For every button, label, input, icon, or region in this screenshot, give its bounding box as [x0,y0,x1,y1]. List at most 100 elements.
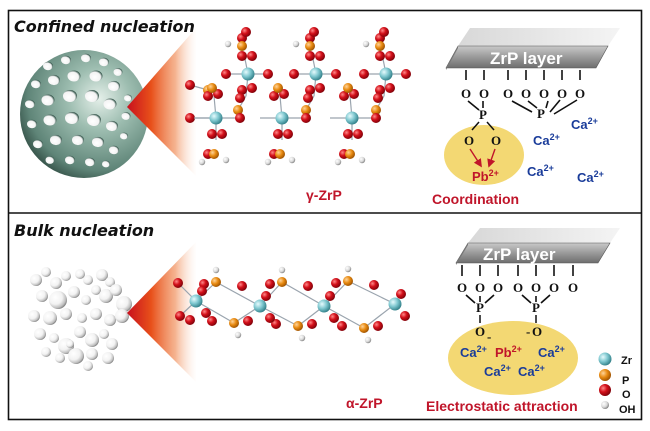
zr-atom [317,299,331,313]
pore [85,157,95,167]
oxygen-label: O [475,324,485,339]
p-atom [209,149,219,159]
bond-line [553,99,578,115]
bubble [75,269,85,279]
p-atom [343,276,353,286]
h-atom [334,158,342,166]
pore [85,90,99,102]
o-atom [371,113,381,123]
oxygen-label: O [513,280,523,295]
o-atom [305,51,315,61]
h-atom [212,266,220,274]
oxygen-label: O [461,86,471,101]
o-atom [289,69,299,79]
bubble [77,313,87,323]
bubble [83,361,93,371]
bond-line [527,100,538,109]
bubble [105,277,115,287]
oxygen-label: O [549,280,559,295]
bubble [28,310,40,322]
oxygen-label: O [568,280,578,295]
o-atom [243,316,253,326]
h-atom [224,40,232,48]
o-atom [241,27,251,37]
pore [31,79,41,89]
electrostatic-highlight [448,321,578,395]
zr-atom [379,67,393,81]
p-atom [371,105,381,115]
porous-sphere-icon [20,50,148,178]
bubble-cluster-icon [28,267,132,371]
o-atom [339,91,349,101]
zr-atom [275,111,289,125]
p-atom [375,41,385,51]
pore [41,94,55,106]
o-atom [263,69,273,79]
o-atom [343,129,353,139]
bubble [104,314,116,326]
bond-line [259,305,299,327]
oxygen-label: O [475,280,485,295]
o-legend-icon [599,384,611,396]
pore [65,112,79,124]
o-atom [385,83,395,93]
mechanism-label-electrostatic: Electrostatic attraction [426,398,578,414]
p-atom [211,277,221,287]
phosphorus-label: P [532,300,540,315]
legend: Zr P O OH [598,352,636,416]
p-atom [343,83,353,93]
coordination-arrow [469,148,482,168]
o-atom [235,93,245,103]
zr-atom [189,294,203,308]
bubble [96,269,108,281]
oxygen-label: O [493,280,503,295]
bond-line [215,281,261,307]
p-atom [345,149,355,159]
bond-line [465,294,476,304]
bubble [116,296,132,312]
bubble [43,311,57,325]
h-atom [298,334,306,342]
o-atom [175,311,185,321]
ca-ion-3: Ca2+ [527,163,554,179]
pore [27,119,37,129]
pore [65,155,75,165]
pore [87,114,101,126]
ion-cluster-ca-1: Ca2+ [460,344,487,360]
oxygen-label: O [479,86,489,101]
bubble [41,347,51,357]
pore [48,74,60,86]
h-atom [288,156,296,164]
bubble [55,353,65,363]
pore [102,160,110,168]
oxygen-label: O [457,280,467,295]
h-atom [198,158,206,166]
p-atom [207,83,217,93]
o-atom [315,83,325,93]
oh-legend-icon [601,401,609,409]
ion-cluster-ca-3: Ca2+ [484,363,511,379]
o-atom [373,93,383,103]
pore [109,145,119,155]
o-atom [375,51,385,61]
pore [89,70,103,82]
bond-line [484,294,495,304]
bond-line [467,100,480,111]
zr-legend-icon [598,352,612,366]
ca-ion-1: Ca2+ [571,116,598,132]
o-atom [247,51,257,61]
h-atom [362,40,370,48]
o-atom [237,281,247,291]
bubble [36,290,48,302]
bond-line [363,303,396,329]
o-atom [303,93,313,103]
pore [67,70,81,82]
bubble [60,308,72,320]
zoom-cone [127,28,196,176]
o-atom [261,291,271,301]
bubble [49,291,67,309]
layer-label: ZrP layer [490,49,563,68]
oxygen-label: O [531,280,541,295]
